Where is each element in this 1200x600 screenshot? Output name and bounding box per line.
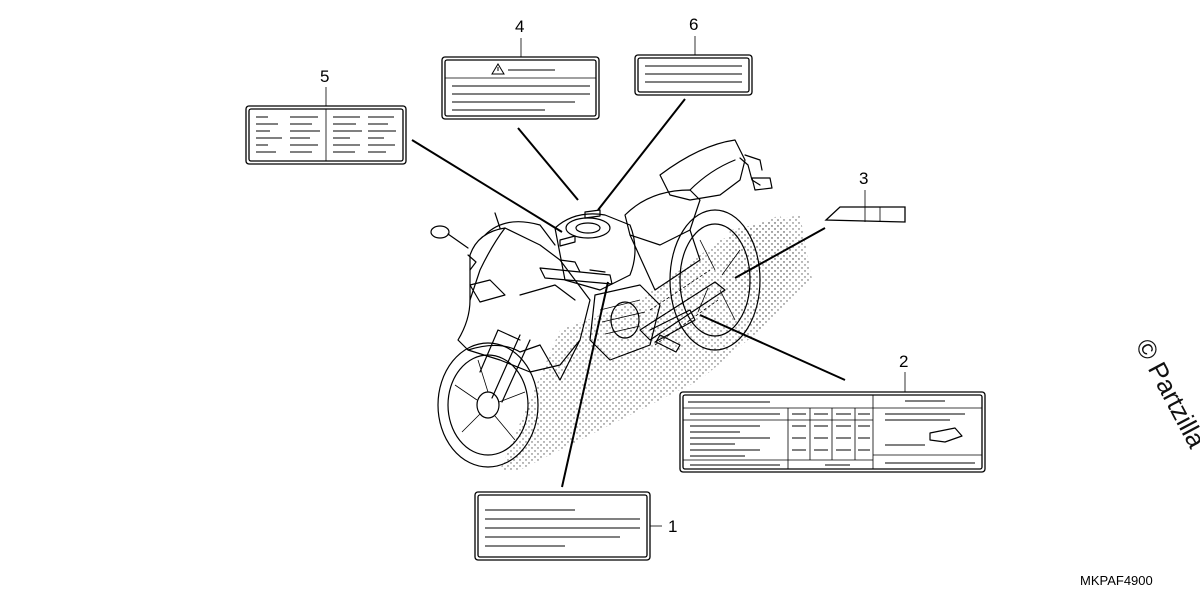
leader-4 (517, 127, 579, 201)
callout-1: 1 (668, 517, 677, 536)
leader-6 (597, 98, 686, 211)
seat (624, 189, 701, 246)
front-wheel (437, 342, 539, 468)
label-2 (679, 314, 986, 473)
callout-5: 5 (320, 67, 329, 86)
label-1 (474, 281, 662, 561)
callout-3: 3 (859, 169, 868, 188)
front-fairing (457, 227, 591, 373)
leader-3 (734, 227, 826, 279)
engine (589, 284, 661, 361)
label-6 (597, 36, 753, 211)
fuel-tank (554, 213, 636, 291)
callout-6: 6 (689, 15, 698, 34)
watermark-text: © Partzilla (1130, 334, 1200, 454)
leader-2 (699, 314, 846, 381)
callout-4: 4 (515, 17, 524, 36)
callout-2: 2 (899, 352, 908, 371)
diagram-code: MKPAF4900 (1080, 573, 1153, 588)
motorcycle-illustration (430, 139, 812, 470)
leader-1 (561, 281, 609, 488)
label-5 (245, 87, 563, 233)
label-4 (441, 38, 600, 201)
label-3 (734, 190, 906, 279)
leader-5 (411, 139, 563, 233)
ground-shadow-rear (720, 215, 812, 330)
